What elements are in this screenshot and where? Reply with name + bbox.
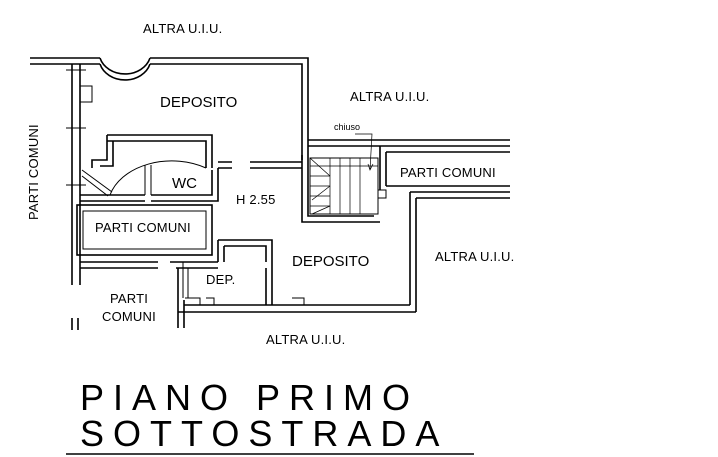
dep-door-jamb [182, 262, 189, 298]
wc-door-jamb [144, 165, 152, 195]
parti-comuni-box-inner [82, 210, 207, 250]
wall-passage-top [308, 139, 510, 147]
wc-arch-door [109, 160, 207, 196]
label-chiuso: chiuso [334, 122, 360, 132]
wall-wc-top [107, 134, 213, 168]
label-altra-top: ALTRA U.I.U. [143, 21, 222, 36]
walls [30, 57, 510, 330]
plan-title: PIANO PRIMO SOTTOSTRADA [66, 377, 474, 455]
wall-left-ticks [66, 69, 86, 186]
label-height: H 2.55 [236, 192, 276, 207]
wall-passage-left [379, 146, 387, 190]
label-parti-comuni-bottom-2: COMUNI [102, 309, 156, 324]
label-altra-right-top: ALTRA U.I.U. [350, 89, 429, 104]
wall-stair-outer [301, 155, 380, 223]
wc-door-leaf-2 [81, 175, 109, 197]
label-parti-comuni-box: PARTI COMUNI [95, 220, 191, 235]
wall-lower-left-2 [170, 261, 218, 269]
label-deposito-main: DEPOSITO [292, 253, 369, 270]
stair-steps [310, 158, 378, 214]
wall-mid-stub-2 [250, 161, 302, 169]
wall-lower-left [80, 261, 158, 269]
stair-box-small [377, 189, 387, 199]
label-wc: WC [172, 175, 197, 192]
label-dep-small: DEP. [206, 272, 235, 287]
wall-dep-right [265, 268, 273, 305]
wall-bottom [178, 304, 416, 313]
wall-left-lower [71, 318, 79, 330]
wall-left-column [71, 64, 81, 285]
wall-wc-left [91, 135, 114, 168]
stair-diagonals [309, 157, 331, 215]
wall-dep-inner-left [217, 240, 225, 262]
wall-top-left-box [80, 85, 93, 103]
wall-top-left [30, 57, 100, 65]
wall-deposito-right-top [410, 191, 510, 199]
wall-mid-stub [218, 161, 232, 169]
label-parti-comuni-right: PARTI COMUNI [400, 165, 496, 180]
title-line-1: PIANO PRIMO [80, 377, 419, 418]
label-parti-comuni-left: PARTI COMUNI [26, 124, 41, 220]
wall-passage-inner [386, 151, 510, 187]
wall-deposito-right [409, 192, 417, 312]
wall-wc-bottom [80, 194, 145, 202]
parti-comuni-box [76, 204, 213, 256]
label-parti-comuni-bottom-1: PARTI [110, 291, 148, 306]
wc-door-leaf [81, 169, 113, 193]
label-altra-bottom: ALTRA U.I.U. [266, 332, 345, 347]
wall-bottom-notches [185, 297, 305, 305]
chiuso-leader [355, 133, 374, 171]
wall-top-right [150, 57, 309, 160]
room-labels: ALTRA U.I.U. ALTRA U.I.U. ALTRA U.I.U. A… [26, 21, 514, 347]
label-deposito-top: DEPOSITO [160, 94, 237, 111]
title-line-2: SOTTOSTRADA [80, 413, 448, 454]
wall-dep-top [218, 239, 273, 268]
label-altra-right: ALTRA U.I.U. [435, 249, 514, 264]
wall-top-arch [99, 57, 151, 81]
wall-wc-bottom-right [151, 168, 219, 202]
